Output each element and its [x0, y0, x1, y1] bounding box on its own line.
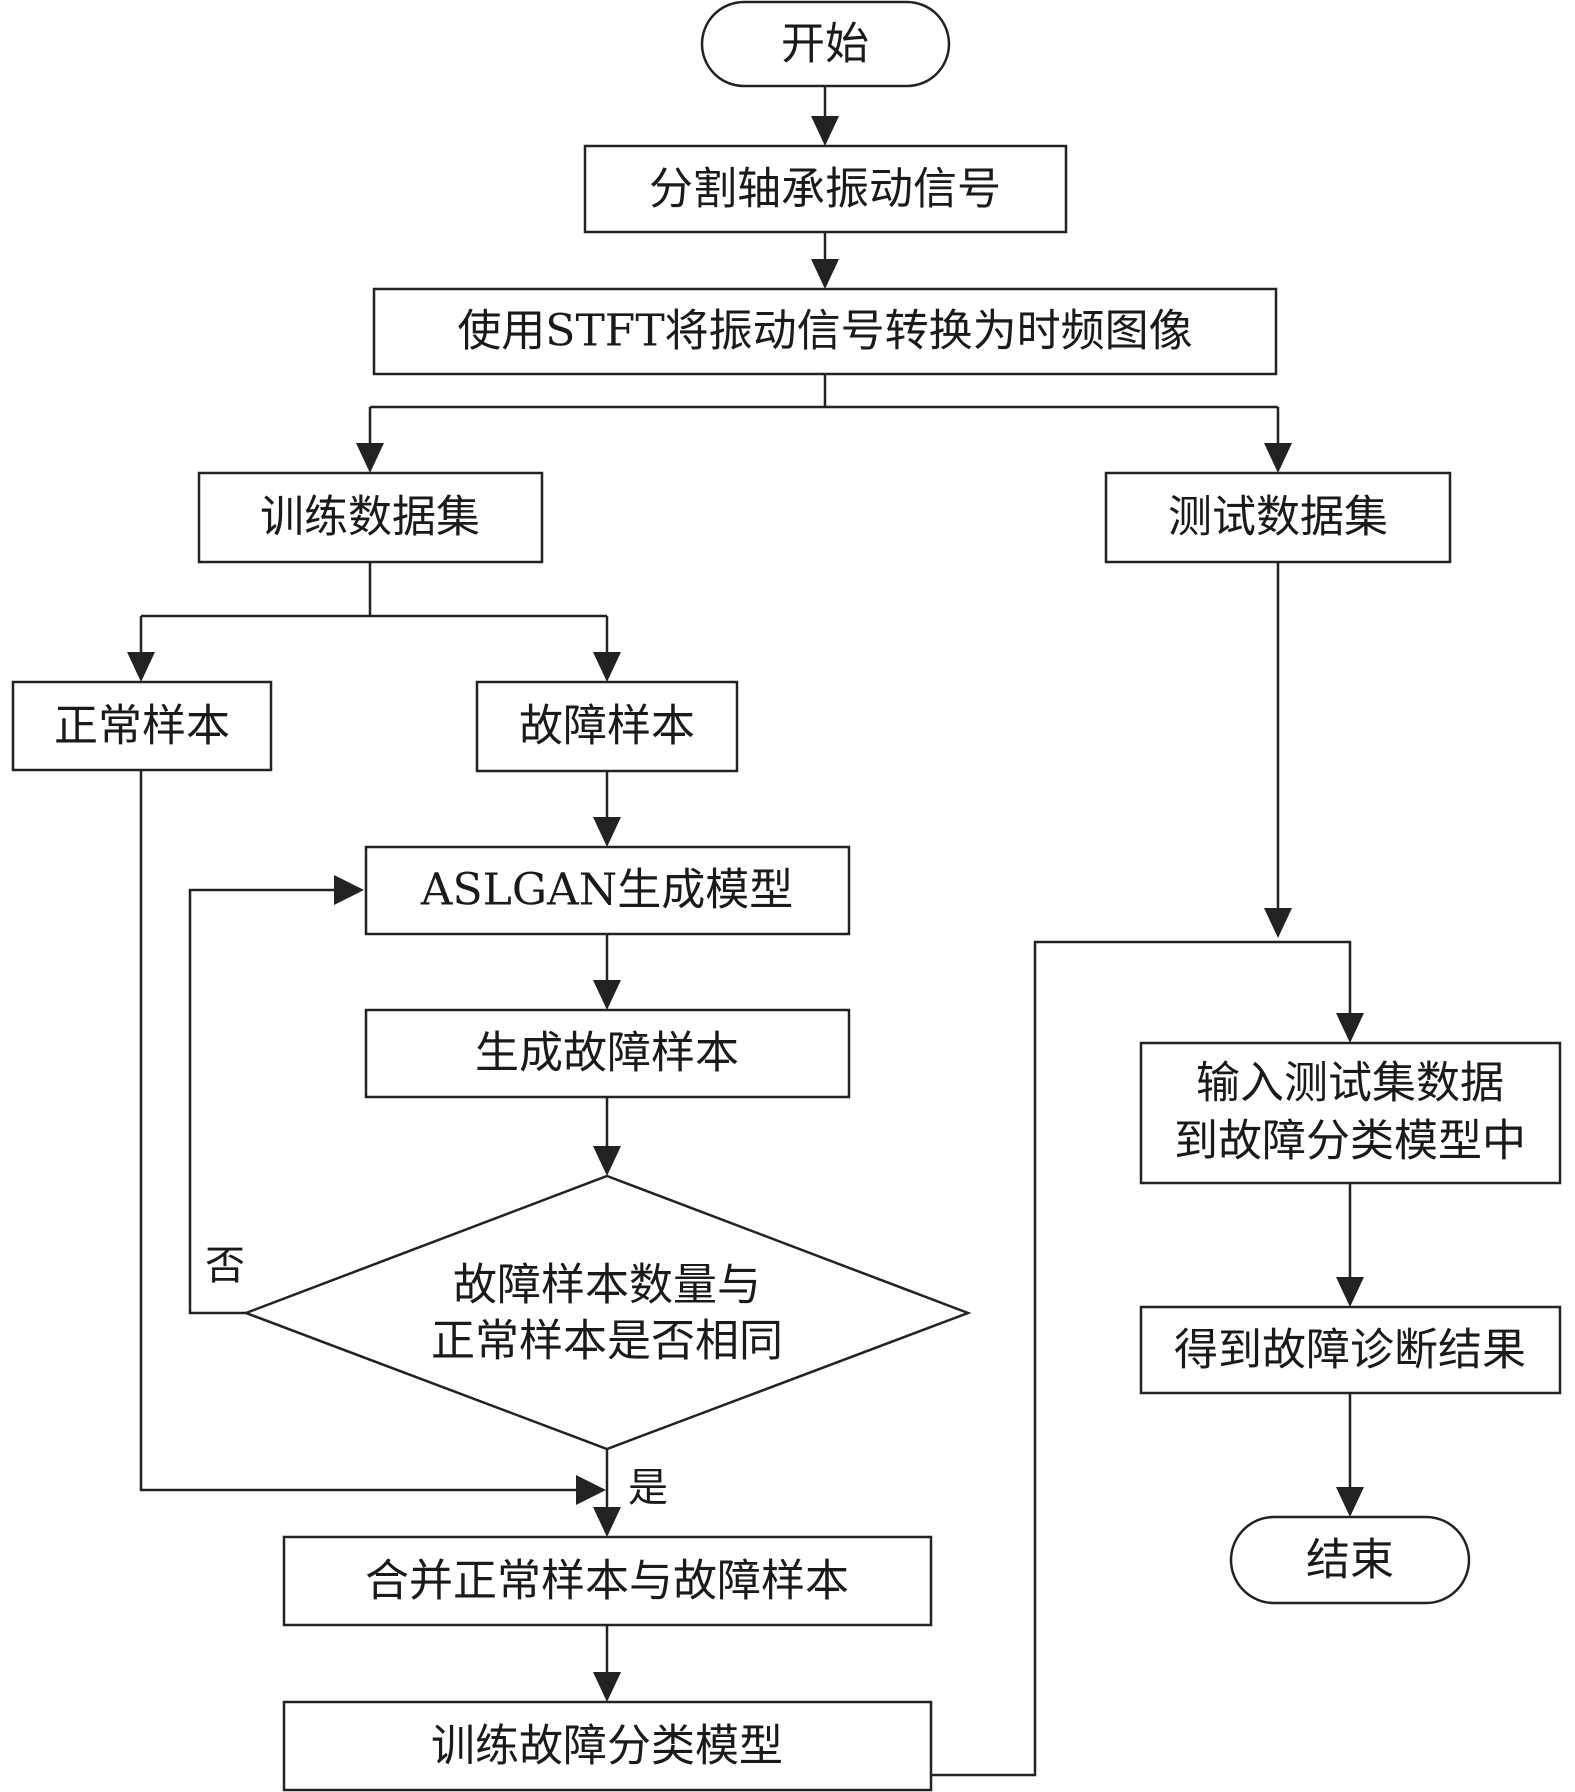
decision-label-line1: 故障样本数量与: [453, 1260, 761, 1311]
arrowhead: [593, 652, 621, 682]
no-label: 否: [205, 1243, 245, 1289]
arrowhead: [593, 1507, 621, 1537]
arrowhead: [1264, 908, 1292, 938]
fault-sample-box: 故障样本: [475, 680, 739, 773]
arrowhead: [593, 980, 621, 1010]
decision-label-line2: 正常样本是否相同: [431, 1316, 783, 1367]
arrowhead: [1264, 443, 1292, 473]
edges: [127, 86, 1364, 1777]
train-model-box: 训练故障分类模型: [282, 1700, 933, 1792]
arrowhead: [1336, 1487, 1364, 1517]
result-box: 得到故障诊断结果: [1139, 1305, 1562, 1395]
yes-label: 是: [628, 1465, 668, 1511]
edge-train-input: [932, 940, 1352, 1777]
generate-sample-box: 生成故障样本: [364, 1008, 851, 1099]
normal-sample-box: 正常样本: [11, 680, 273, 772]
generate-sample-label: 生成故障样本: [475, 1028, 739, 1079]
test-set-label: 测试数据集: [1168, 492, 1388, 543]
end-node: 结束: [1229, 1515, 1471, 1605]
decision-diamond: 故障样本数量与 正常样本是否相同: [242, 1174, 972, 1451]
arrowhead: [334, 875, 364, 905]
split-signal-box: 分割轴承振动信号: [583, 144, 1068, 234]
input-test-label-line1: 输入测试集数据: [1196, 1058, 1504, 1109]
edge-normal-merge: [139, 770, 580, 1492]
arrowhead: [127, 652, 155, 682]
arrowhead: [593, 1146, 621, 1176]
input-test-box: 输入测试集数据 到故障分类模型中: [1139, 1041, 1562, 1185]
end-label: 结束: [1306, 1535, 1394, 1586]
edge-decision-no-loop: [188, 888, 337, 1315]
start-node: 开始: [700, 0, 951, 88]
arrowhead: [1336, 1277, 1364, 1307]
arrowhead: [356, 443, 384, 473]
stft-label: 使用STFT将振动信号转换为时频图像: [457, 306, 1192, 357]
arrowhead: [1336, 1013, 1364, 1043]
arrowhead: [811, 259, 839, 289]
fault-sample-label: 故障样本: [519, 701, 695, 752]
merge-box: 合并正常样本与故障样本: [282, 1535, 933, 1627]
aslgan-box: ASLGAN生成模型: [364, 845, 851, 936]
train-model-label: 训练故障分类模型: [431, 1721, 783, 1772]
arrowhead: [811, 116, 839, 146]
arrowhead: [576, 1475, 606, 1505]
arrowhead: [593, 817, 621, 847]
train-set-box: 训练数据集: [197, 471, 544, 564]
test-set-box: 测试数据集: [1104, 471, 1452, 564]
edge-stft-branch: [368, 374, 1280, 446]
result-label: 得到故障诊断结果: [1174, 1325, 1526, 1376]
input-test-label-line2: 到故障分类模型中: [1174, 1116, 1526, 1167]
stft-box: 使用STFT将振动信号转换为时频图像: [372, 287, 1278, 376]
split-signal-label: 分割轴承振动信号: [649, 164, 1001, 215]
arrowhead: [593, 1672, 621, 1702]
train-set-label: 训练数据集: [260, 492, 480, 543]
aslgan-label: ASLGAN生成模型: [420, 865, 794, 916]
edge-train-branch: [139, 562, 609, 655]
start-label: 开始: [781, 19, 869, 70]
normal-sample-label: 正常样本: [54, 701, 230, 752]
merge-label: 合并正常样本与故障样本: [365, 1556, 849, 1607]
